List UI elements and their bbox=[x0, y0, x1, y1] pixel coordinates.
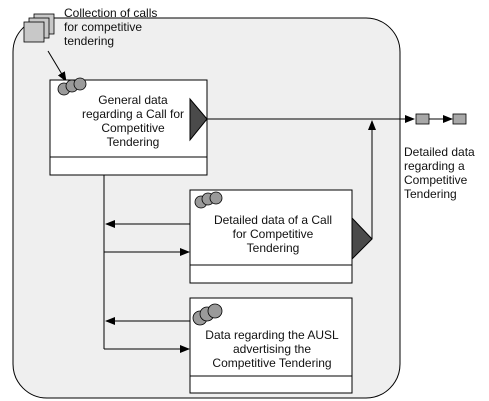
entity-icon-general bbox=[57, 77, 87, 96]
node-ausl bbox=[189, 297, 353, 394]
output-triangle-general bbox=[189, 97, 208, 142]
entity-icon-ausl bbox=[192, 303, 223, 326]
node-general-title: General data regarding a Call for Compet… bbox=[81, 93, 185, 149]
node-general bbox=[49, 77, 208, 176]
node-ausl-title: Data regarding the AUSL advertising the … bbox=[205, 328, 339, 370]
collection-icon bbox=[23, 13, 55, 43]
collection-label: Collection of calls for competitive tend… bbox=[64, 6, 158, 48]
entity-icon-detailed bbox=[194, 191, 223, 209]
collection-arrow bbox=[47, 50, 67, 82]
output-entity bbox=[415, 113, 467, 125]
node-detailed-title: Detailed data of a Call for Competitive … bbox=[213, 213, 333, 255]
output-triangle-detailed bbox=[351, 216, 373, 261]
node-detailed bbox=[189, 189, 373, 284]
output-label: Detailed data regarding a Competitive Te… bbox=[404, 145, 475, 201]
